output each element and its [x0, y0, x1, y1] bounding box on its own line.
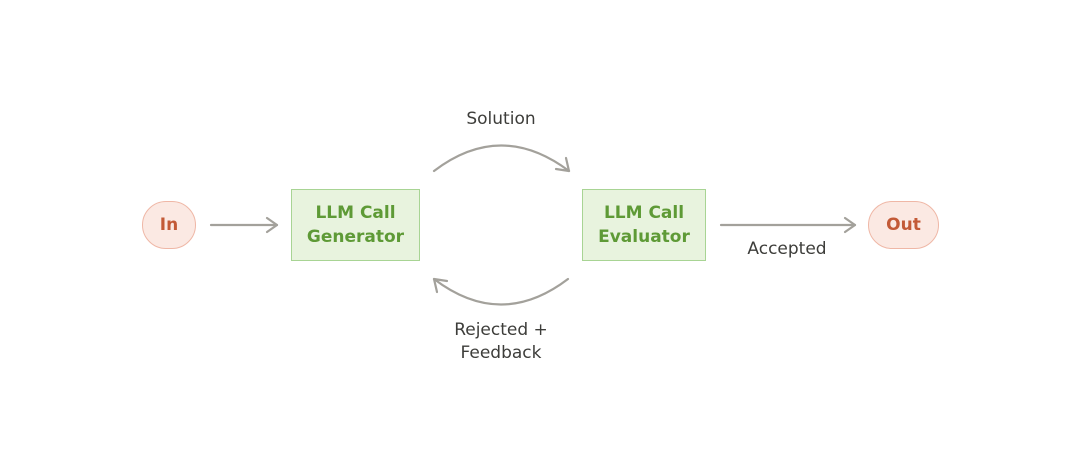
- input-node: In: [142, 201, 196, 249]
- arrow-solution: [432, 144, 571, 173]
- generator-label-line2: Generator: [306, 227, 405, 247]
- feedback-label-line2: Feedback: [460, 343, 542, 363]
- output-node: Out: [868, 201, 939, 249]
- generator-label-line1: LLM Call: [315, 203, 396, 223]
- feedback-label: Rejected + Feedback: [431, 319, 571, 365]
- feedback-label-line1: Rejected +: [454, 320, 548, 340]
- output-node-label: Out: [886, 215, 921, 235]
- accepted-label: Accepted: [747, 239, 827, 259]
- llm-call-evaluator-node: LLM Call Evaluator: [582, 189, 706, 261]
- evaluator-label-line2: Evaluator: [598, 227, 690, 247]
- evaluator-label-line1: LLM Call: [603, 203, 685, 223]
- llm-call-generator-node: LLM Call Generator: [291, 189, 420, 261]
- solution-label: Solution: [466, 109, 536, 129]
- arrow-feedback: [432, 277, 570, 306]
- arrow-in-to-generator: [209, 216, 279, 234]
- arrow-accepted: [719, 216, 857, 234]
- input-node-label: In: [159, 215, 179, 235]
